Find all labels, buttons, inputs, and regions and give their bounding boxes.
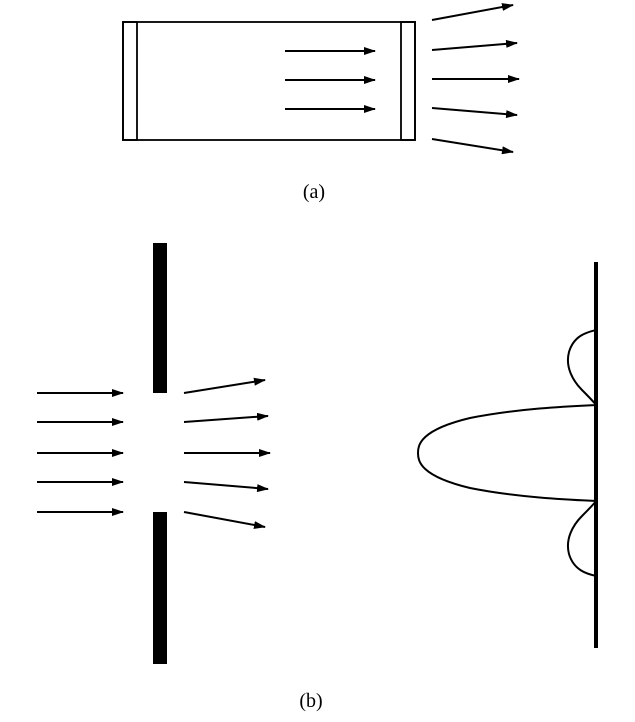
incident-arrows: [37, 389, 124, 516]
caption-b: (b): [299, 690, 322, 712]
diffracted-arrow: [183, 511, 266, 529]
diffracted-arrow: [183, 481, 269, 493]
slit-lower-block: [153, 512, 167, 664]
panel-b: (b): [37, 243, 598, 712]
intensity-pattern-curve: [416, 329, 598, 577]
diffracted-arrow: [183, 412, 269, 423]
slit-upper-block: [153, 243, 167, 393]
panel-a: (a): [122, 3, 520, 203]
diffracted-arrows: [183, 377, 271, 529]
output-arrow: [431, 3, 514, 21]
internal-beam-arrows: [285, 47, 376, 113]
left-mirror: [122, 21, 138, 141]
diffracted-arrow: [183, 377, 266, 394]
output-arrow: [431, 39, 518, 51]
right-mirror: [400, 21, 416, 141]
output-beam-arrows: [431, 3, 520, 155]
output-arrow: [431, 138, 514, 155]
caption-a: (a): [303, 181, 325, 203]
output-arrow: [431, 107, 518, 119]
